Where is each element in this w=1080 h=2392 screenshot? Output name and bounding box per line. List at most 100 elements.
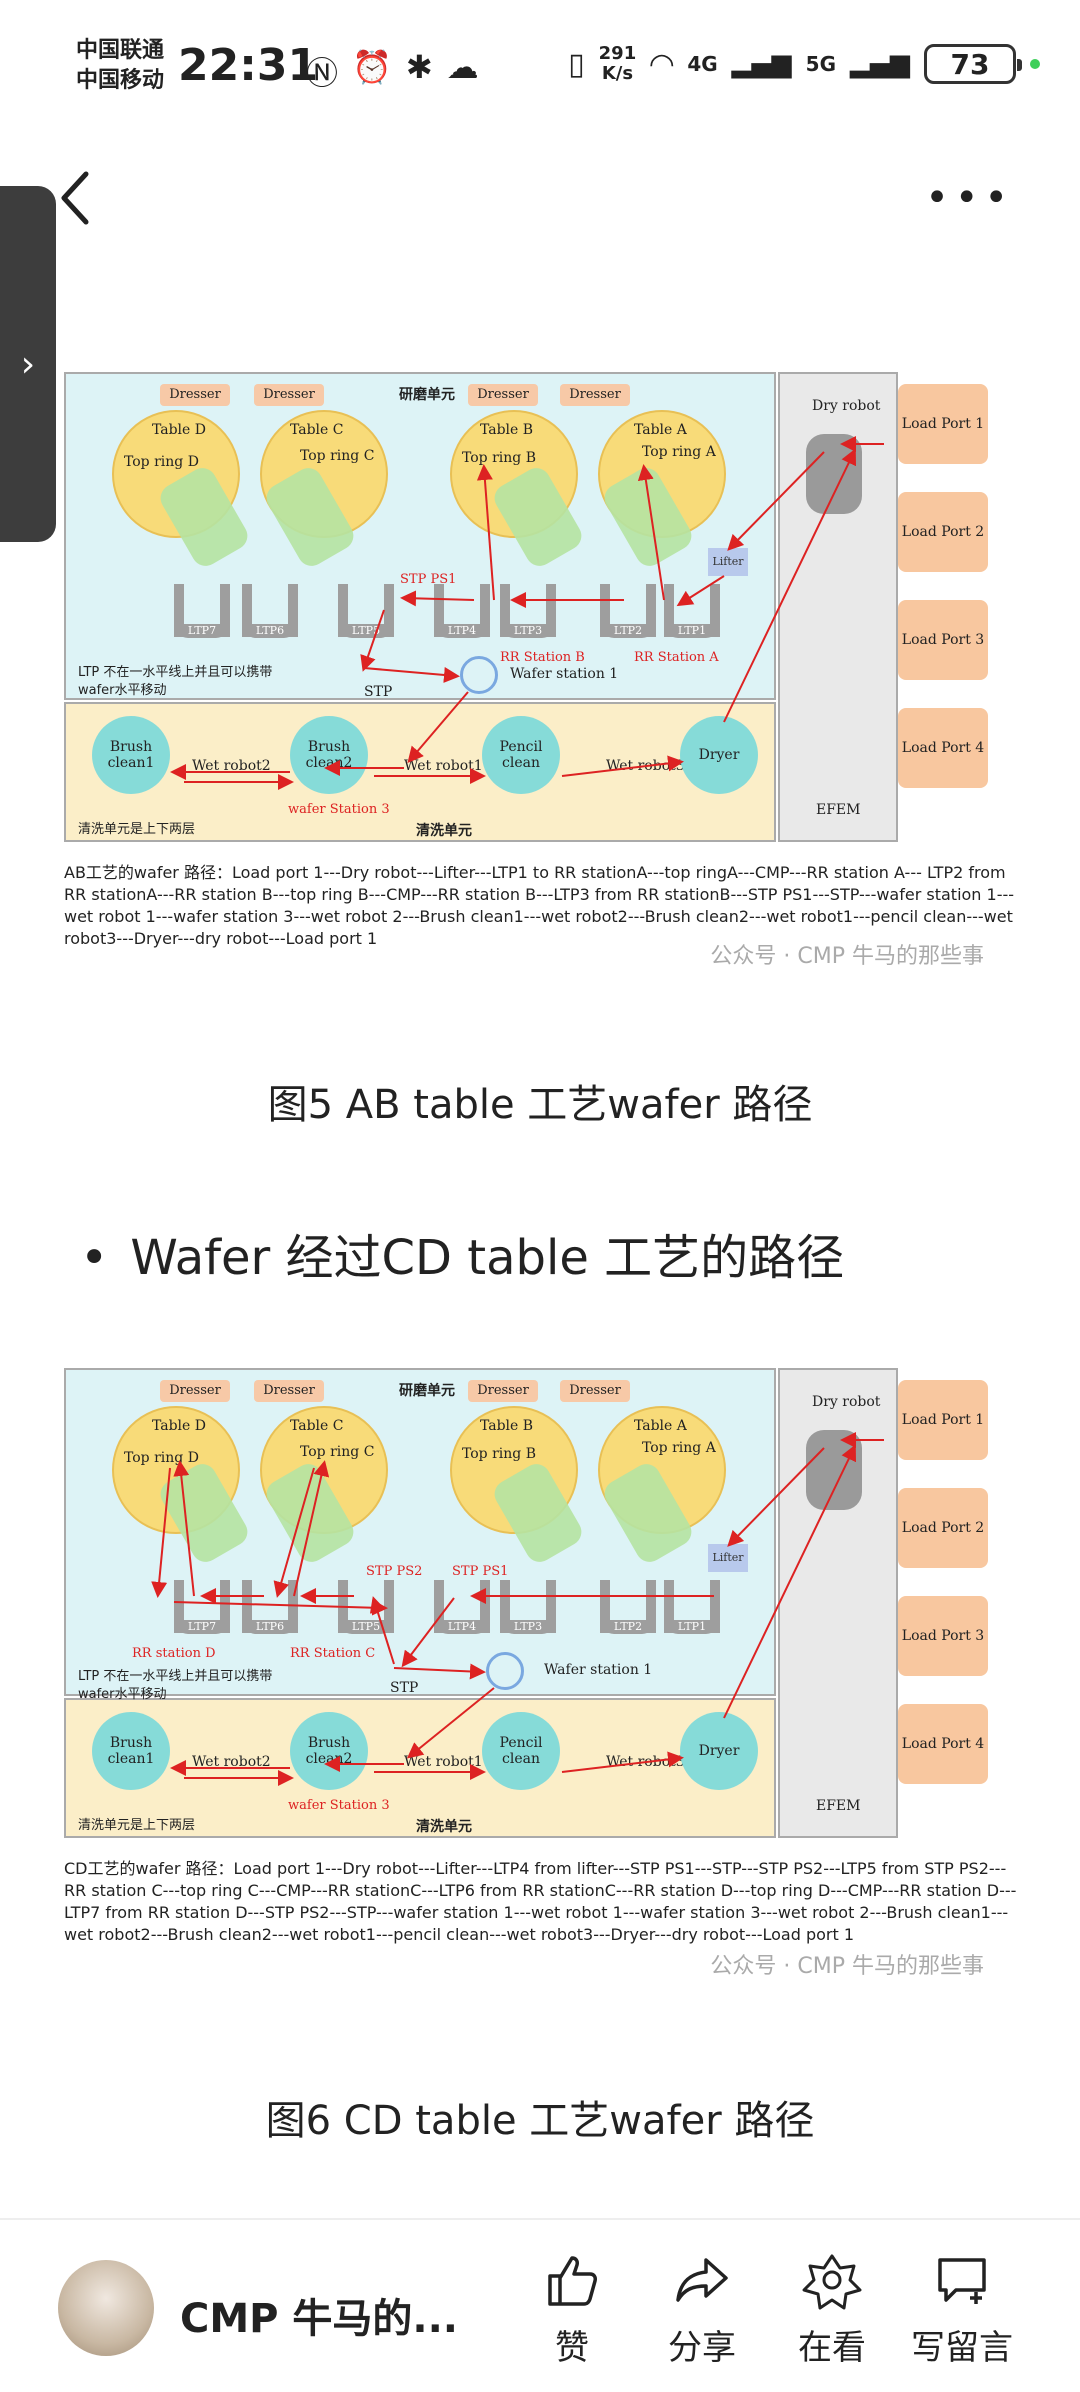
ltp4-label-2: LTP4 bbox=[434, 1620, 490, 1633]
watching-button[interactable]: 在看 bbox=[772, 2250, 892, 2369]
table-a-label-2: Table A bbox=[634, 1418, 687, 1434]
figure-6-title: 图6 CD table 工艺wafer 路径 bbox=[265, 2098, 815, 2144]
ltp-note-2: LTP 不在一水平线上并且可以携带wafer水平移动 bbox=[78, 1669, 273, 1702]
wet-robot-2-label: Wet robot2 bbox=[192, 758, 271, 774]
table-c-label-2: Table C bbox=[290, 1418, 344, 1434]
dresser-1: Dresser bbox=[160, 384, 230, 406]
wafer-station-1-label-2: Wafer station 1 bbox=[544, 1662, 653, 1678]
alarm-icon: ⏰ bbox=[352, 48, 392, 86]
system-indicators: ▯ 291 K/s ◠ 4G ▂▄▆ 5G ▂▄▆ 73 bbox=[568, 44, 1040, 84]
load-port-1-2: Load Port 1 bbox=[898, 1380, 988, 1460]
carrier-2: 中国移动 bbox=[76, 68, 165, 93]
top-ring-d-label: Top ring D bbox=[124, 454, 199, 470]
ltp7-label: LTP7 bbox=[174, 624, 230, 637]
wafer-station-3-label-2: wafer Station 3 bbox=[288, 1798, 390, 1813]
ltp1-label-2: LTP1 bbox=[664, 1620, 720, 1633]
stp-ps1-label: STP PS1 bbox=[400, 572, 457, 587]
share-button[interactable]: 分享 bbox=[642, 2250, 762, 2369]
clean-unit-label: 清洗单元 bbox=[416, 823, 472, 839]
figure-6-caption: CD工艺的wafer 路径：Load port 1---Dry robot---… bbox=[64, 1859, 1017, 1944]
wafer-station-3-label: wafer Station 3 bbox=[288, 802, 390, 817]
dresser-2: Dresser bbox=[254, 384, 324, 406]
dresser-2-4: Dresser bbox=[560, 1380, 630, 1402]
share-label: 分享 bbox=[668, 2328, 736, 2368]
dresser-2-3: Dresser bbox=[468, 1380, 538, 1402]
more-options-icon[interactable]: ••• bbox=[925, 175, 1014, 221]
notification-icons: Ⓝ ⏰ ✱ ☁ bbox=[306, 48, 479, 94]
thumbs-up-icon bbox=[548, 2256, 597, 2306]
side-drawer-handle[interactable]: › bbox=[0, 186, 56, 542]
dresser-2-2: Dresser bbox=[254, 1380, 324, 1402]
ltp5-label: LTP5 bbox=[338, 624, 394, 637]
table-b-label-2: Table B bbox=[480, 1418, 534, 1434]
ltp2-label: LTP2 bbox=[600, 624, 656, 637]
status-bar: 中国联通 中国移动 22:31 Ⓝ ⏰ ✱ ☁ ▯ 291 K/s ◠ 4G ▂… bbox=[0, 0, 1080, 130]
ltp-note: LTP 不在一水平线上并且可以携带wafer水平移动 bbox=[78, 665, 273, 698]
ltp6-label-2: LTP6 bbox=[242, 1620, 298, 1633]
watching-label: 在看 bbox=[798, 2328, 866, 2368]
active-dot bbox=[1030, 59, 1040, 69]
wifi-icon: ◠ bbox=[650, 46, 674, 82]
wafer-station-1-label: Wafer station 1 bbox=[510, 666, 619, 682]
top-ring-b-label: Top ring B bbox=[462, 450, 536, 466]
dresser-3: Dresser bbox=[468, 384, 538, 406]
clean-unit-label-2: 清洗单元 bbox=[416, 1819, 472, 1835]
polish-unit-label-2: 研磨单元 bbox=[399, 1383, 455, 1399]
rr-station-d-label: RR station D bbox=[132, 1646, 216, 1661]
efem-label: EFEM bbox=[816, 802, 861, 818]
rr-station-a-label: RR Station A bbox=[634, 650, 719, 665]
path-arrows-2 bbox=[151, 1432, 884, 1786]
stp-label-2: STP bbox=[390, 1680, 419, 1696]
efem-label-2: EFEM bbox=[816, 1798, 861, 1814]
dresser-4: Dresser bbox=[560, 384, 630, 406]
figure-5-caption: AB工艺的wafer 路径：Load port 1---Dry robot---… bbox=[64, 863, 1015, 948]
wafer-station-1 bbox=[460, 656, 498, 694]
top-ring-a-label-2: Top ring A bbox=[642, 1440, 716, 1456]
section-bullet: Wafer 经过CD table 工艺的路径 bbox=[80, 1218, 844, 1288]
lifter: Lifter bbox=[708, 548, 748, 576]
account-name[interactable]: CMP 牛马的... bbox=[180, 2296, 458, 2342]
load-port-2-2: Load Port 2 bbox=[898, 1488, 988, 1568]
ltp3-label: LTP3 bbox=[500, 624, 556, 637]
like-button[interactable]: 赞 bbox=[512, 2250, 632, 2369]
brush-clean-1-2: Brush clean1 bbox=[92, 1712, 170, 1790]
net-speed: 291 K/s bbox=[598, 43, 637, 84]
account-avatar[interactable] bbox=[58, 2260, 154, 2356]
share-icon bbox=[676, 2258, 728, 2302]
wafer-station-1-2 bbox=[486, 1652, 524, 1690]
top-ring-c-label-2: Top ring C bbox=[300, 1444, 375, 1460]
top-ring-b-label-2: Top ring B bbox=[462, 1446, 536, 1462]
clock: 22:31 bbox=[178, 40, 319, 91]
signal-1: 4G bbox=[687, 52, 718, 76]
figure-5: 研磨单元 清洗单元 Dresser Dresser Dresser Dresse… bbox=[64, 372, 1024, 969]
load-port-4: Load Port 4 bbox=[898, 708, 988, 788]
stp-ps2-label: STP PS2 bbox=[366, 1564, 423, 1579]
comment-button[interactable]: 写留言 bbox=[902, 2250, 1022, 2369]
table-d-label: Table D bbox=[152, 422, 206, 438]
comment-icon bbox=[938, 2258, 986, 2304]
table-b-label: Table B bbox=[480, 422, 534, 438]
bottom-action-bar: CMP 牛马的... 赞 分享 在看 写留言 bbox=[0, 2218, 1080, 2392]
load-port-4-2: Load Port 4 bbox=[898, 1704, 988, 1784]
load-port-3: Load Port 3 bbox=[898, 600, 988, 680]
brush-clean-2: Brush clean2 bbox=[290, 716, 368, 794]
figure-5-title: 图5 AB table 工艺wafer 路径 bbox=[267, 1082, 813, 1128]
stp-ps1-label-2: STP PS1 bbox=[452, 1564, 509, 1579]
signal-bars-icon: ▂▄▆ bbox=[731, 49, 792, 79]
diagram-ab: 研磨单元 清洗单元 Dresser Dresser Dresser Dresse… bbox=[64, 372, 988, 842]
top-ring-a-label: Top ring A bbox=[642, 444, 716, 460]
signal-2: 5G bbox=[805, 52, 836, 76]
carrier-labels: 中国联通 中国移动 bbox=[76, 36, 164, 96]
signal-bars-icon-2: ▂▄▆ bbox=[850, 49, 910, 79]
back-arrow-icon[interactable] bbox=[56, 168, 96, 228]
comment-label: 写留言 bbox=[911, 2328, 1013, 2368]
dryer: Dryer bbox=[680, 716, 758, 794]
ltp2-label-2: LTP2 bbox=[600, 1620, 656, 1633]
load-port-3-2: Load Port 3 bbox=[898, 1596, 988, 1676]
vibrate-icon: ▯ bbox=[568, 46, 585, 82]
ltp7-label-2: LTP7 bbox=[174, 1620, 230, 1633]
brush-clean-1: Brush clean1 bbox=[92, 716, 170, 794]
stp-label: STP bbox=[364, 684, 393, 700]
path-arrows bbox=[170, 436, 884, 790]
wechat-icon: ☁ bbox=[446, 48, 479, 86]
